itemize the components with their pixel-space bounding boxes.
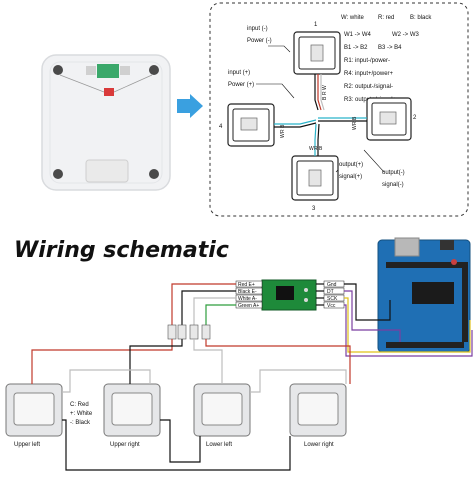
arduino-board [377, 237, 471, 353]
annotation-text: output(-) [382, 170, 405, 176]
annotation-text: input (+) [228, 70, 250, 76]
arrow-icon [177, 94, 203, 118]
legend-color-white: W: white [341, 15, 365, 21]
load-cell-4: 4 [219, 103, 275, 147]
hx711-left-pins: Red E+ Black E- White A- Green A+ [235, 280, 263, 309]
legend-color-red: R: red [378, 15, 394, 21]
wire-tags: W R B W R B W R B W R B [280, 85, 358, 152]
bottom-cell-upper-right: Upper right [103, 383, 161, 448]
top-wiring [256, 45, 385, 173]
wire-tag: W [309, 146, 314, 152]
bottom-cell-upper-left: Upper left [5, 383, 63, 448]
cell-label: Upper left [14, 442, 40, 448]
wire-legend-item: C: Red [70, 402, 89, 408]
load-cell-2: 2 [366, 97, 417, 141]
legend-role: R2: output-/signal- [344, 84, 393, 90]
load-cell-1: 1 [293, 22, 341, 75]
bottom-cell-lower-left: Lower left [193, 383, 251, 448]
hx711-pin-label: Red E+ [238, 282, 255, 288]
annotations: input (-) Power (-) input (+) Power (+) … [228, 26, 405, 188]
annotation-text: Power (-) [247, 38, 272, 44]
wire-tag: R [352, 121, 358, 125]
hx711-arduino-wires [316, 283, 473, 357]
wire-legend-item: +: White [70, 411, 93, 417]
legend-mapping: B3 -> B4 [378, 45, 402, 51]
wire-tag: B [322, 96, 328, 100]
bottom-wiring [31, 339, 351, 471]
legend-role: R1: input-/power- [344, 58, 390, 64]
legend-role: R4: input+/power+ [344, 71, 394, 77]
load-cell-layout-panel [209, 2, 469, 217]
wire-tag: W [280, 133, 286, 138]
hx711-pin-label: Black E- [238, 289, 257, 295]
wire-tag: W [352, 125, 358, 130]
cell-number: 4 [219, 124, 223, 130]
hx711-pin-label: Vcc [327, 303, 336, 309]
hx711-module [261, 279, 317, 311]
hx711-right-pins: Gnd DT SCK Vcc [323, 280, 345, 309]
annotation-text: signal(-) [382, 182, 404, 188]
hx711-pin-label: SCK [327, 296, 338, 302]
hx711-pin-label: Gnd [327, 282, 337, 288]
hx711-pin-label: DT [327, 289, 334, 295]
wire-tag: R [322, 91, 328, 95]
legend-color-black: B: black [410, 15, 432, 21]
annotation-text: output(+) [339, 162, 363, 168]
wire-tag: W [322, 85, 328, 90]
cell-label: Lower left [206, 442, 232, 448]
wire-legend-item: -: Black [70, 420, 91, 426]
bottom-cell-lower-right: Lower right [289, 383, 347, 448]
hx711-cell-wires [171, 283, 236, 325]
wire-tag: B [319, 146, 323, 152]
page-title: Wiring schematic [14, 238, 229, 263]
legend-mapping: W2 -> W3 [392, 32, 419, 38]
wire-tag: B [280, 124, 286, 128]
cell-label: Upper right [110, 442, 140, 448]
annotation-text: signal(+) [339, 174, 362, 180]
wire-legend: C: Red +: White -: Black [70, 402, 93, 426]
legend-mapping: B1 -> B2 [344, 45, 368, 51]
wire-tag: R [280, 129, 286, 133]
wire-tag: R [314, 146, 318, 152]
hx711-pin-label: White A- [238, 296, 257, 302]
annotation-text: Power (+) [228, 82, 254, 88]
wire-tag: B [352, 116, 358, 120]
cell-number: 3 [312, 206, 316, 212]
load-cell-3: 3 [291, 155, 339, 212]
annotation-text: input (-) [247, 26, 268, 32]
wire-connectors [167, 324, 211, 340]
cell-number: 1 [314, 22, 318, 28]
hx711-pin-label: Green A+ [238, 303, 259, 309]
cell-label: Lower right [304, 442, 334, 448]
legend-mapping: W1 -> W4 [344, 32, 371, 38]
scale-photo [41, 54, 171, 191]
cell-number: 2 [413, 115, 417, 121]
